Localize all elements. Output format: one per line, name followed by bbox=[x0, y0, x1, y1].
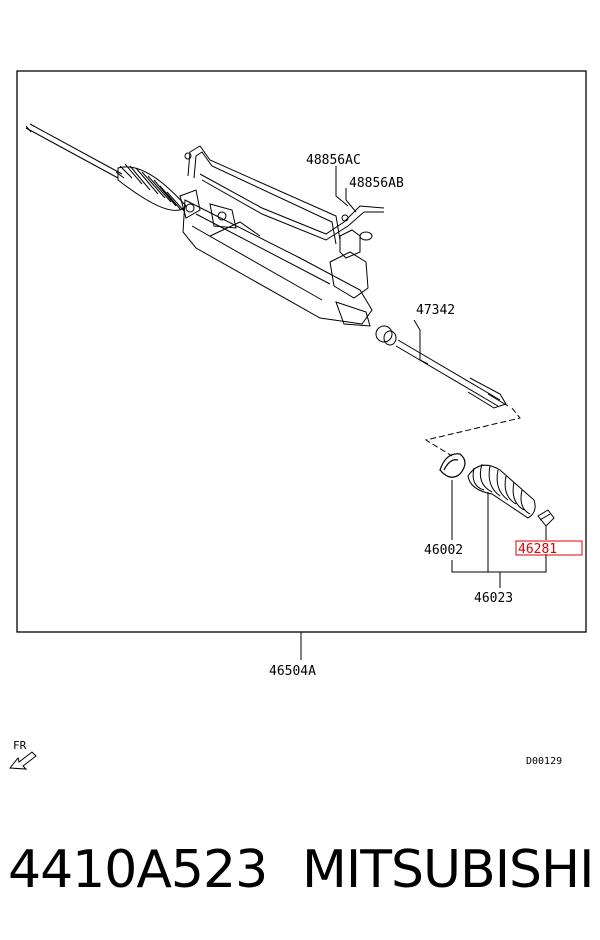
steering-rack-assembly bbox=[25, 123, 509, 409]
footer: 4410A523 MITSUBISHI bbox=[0, 835, 600, 905]
callout-47342: 47342 bbox=[416, 303, 455, 318]
callout-46504a: 46504A bbox=[269, 664, 316, 679]
part-number: 4410A523 bbox=[8, 840, 268, 900]
front-arrow-icon bbox=[9, 751, 37, 770]
diagram-code: D00129 bbox=[526, 756, 562, 767]
callout-46281: 46281 bbox=[518, 542, 557, 557]
callout-46002: 46002 bbox=[424, 543, 463, 558]
diagram-frame bbox=[16, 70, 587, 633]
boot-clip-46002 bbox=[439, 453, 466, 478]
callout-46023: 46023 bbox=[474, 591, 513, 606]
leader-lines bbox=[300, 166, 547, 660]
clamp-46281 bbox=[537, 509, 555, 527]
detail-connector-line bbox=[424, 407, 521, 457]
brand-name: MITSUBISHI bbox=[302, 840, 594, 900]
fr-label: FR bbox=[13, 739, 27, 752]
callout-48856ac: 48856AC bbox=[306, 153, 361, 168]
bellows-boot-46023 bbox=[467, 463, 536, 519]
highlight-box-46281 bbox=[515, 540, 583, 556]
callout-48856ab: 48856AB bbox=[349, 176, 404, 191]
